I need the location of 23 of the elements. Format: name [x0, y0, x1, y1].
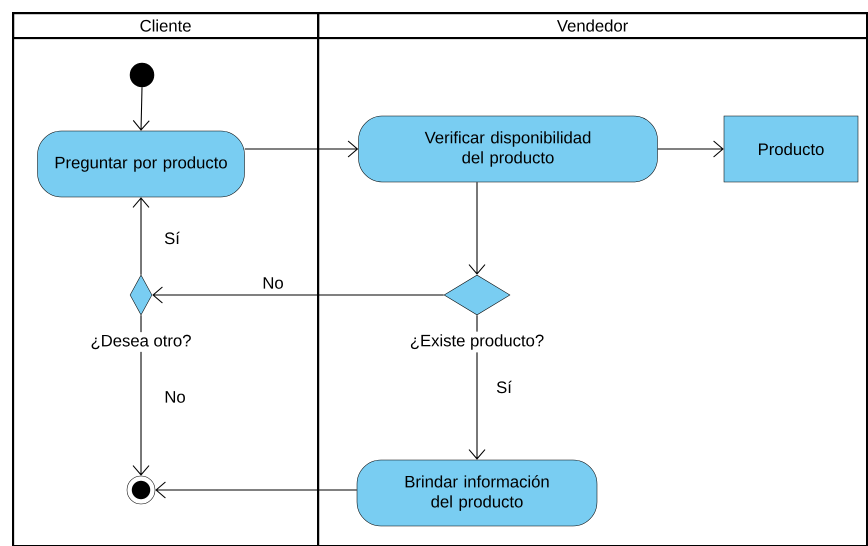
edge-label: Sí	[162, 230, 182, 246]
arrow	[132, 87, 150, 131]
edge-label: No	[163, 390, 187, 404]
action-box: Brindar información del producto	[356, 460, 598, 526]
arrow	[468, 182, 486, 275]
decision-diamond	[444, 274, 510, 316]
arrow	[244, 140, 358, 158]
arrow	[132, 197, 150, 275]
decision-diamond	[130, 274, 152, 316]
arrow	[132, 315, 150, 476]
edge-label: Sí	[494, 379, 514, 395]
arrow	[152, 286, 444, 304]
condition-label: ¿Existe producto?	[407, 332, 547, 352]
arrow	[468, 315, 486, 460]
action-box: Preguntar por producto	[37, 130, 245, 198]
arrow	[155, 482, 357, 498]
action-box: Verificar disponibilidad del producto	[358, 116, 658, 182]
condition-label: ¿Desea otro?	[88, 332, 194, 352]
edge-label: No	[261, 276, 285, 290]
object-box: Producto	[724, 116, 858, 182]
final-node	[126, 476, 156, 504]
arrow	[658, 140, 724, 158]
initial-node	[130, 62, 154, 88]
